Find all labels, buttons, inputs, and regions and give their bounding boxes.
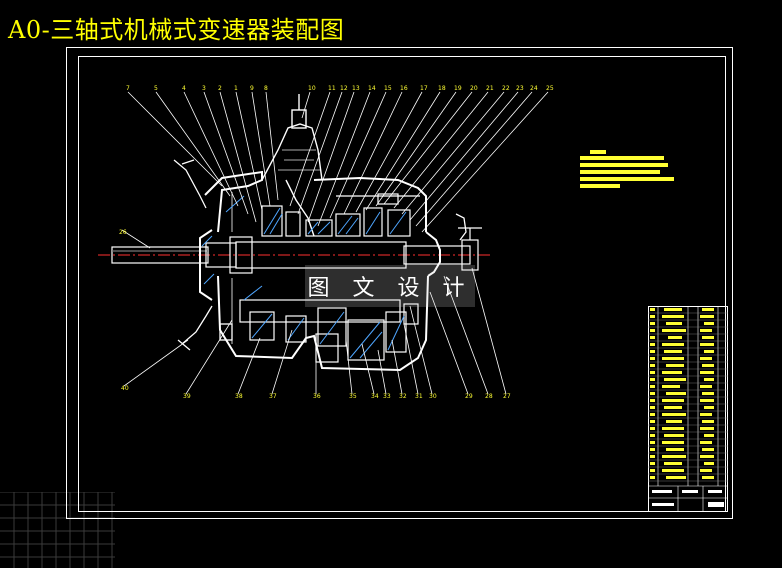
callout-label: 40 [121, 385, 129, 392]
callout-label: 22 [502, 85, 510, 92]
callout-label: 25 [546, 85, 554, 92]
callout-label: 17 [420, 85, 428, 92]
note-line [590, 150, 606, 154]
drawing-frame-inner [78, 56, 726, 512]
input-shaft [111, 236, 253, 274]
parts-list-table [648, 306, 728, 512]
drawing-title: A0-三轴式机械式变速器装配图 [8, 16, 345, 44]
callout-leaders-top [127, 91, 549, 233]
callout-label: 3 [202, 85, 206, 92]
callout-label: 14 [368, 85, 376, 92]
callout-label: 30 [429, 393, 437, 400]
note-line [580, 184, 620, 188]
callout-label: 29 [465, 393, 473, 400]
callout-label: 5 [154, 85, 158, 92]
callout-leaders-bottom [121, 229, 507, 395]
callout-labels-bottom: 40 39 38 37 36 35 34 33 32 31 30 29 28 27 26 [119, 229, 511, 400]
callout-label: 12 [340, 85, 348, 92]
upper-gear-cluster [261, 193, 420, 237]
callout-label: 7 [126, 85, 130, 92]
countershaft-gear-cluster [239, 299, 419, 363]
section-hatching [201, 195, 407, 359]
callout-label: 16 [400, 85, 408, 92]
side-brackets [173, 159, 467, 351]
callout-label: 27 [503, 393, 511, 400]
note-line [580, 156, 664, 160]
callout-label: 20 [470, 85, 478, 92]
shift-lever-tower [261, 94, 323, 237]
callout-label: 13 [352, 85, 360, 92]
output-shaft [235, 227, 482, 271]
note-line [580, 170, 660, 174]
callout-label: 31 [415, 393, 423, 400]
callout-label: 34 [371, 393, 379, 400]
callout-label: 37 [269, 393, 277, 400]
callout-label: 8 [264, 85, 268, 92]
note-line [580, 163, 668, 167]
callout-label: 23 [516, 85, 524, 92]
callout-label: 26 [119, 229, 127, 236]
note-line [580, 177, 674, 181]
callout-label: 19 [454, 85, 462, 92]
callout-label: 18 [438, 85, 446, 92]
callout-label: 21 [486, 85, 494, 92]
watermark-banner: 图 文 设 计 [305, 265, 475, 307]
callout-label: 2 [218, 85, 222, 92]
technical-notes [578, 148, 678, 190]
callout-label: 35 [349, 393, 357, 400]
callout-label: 24 [530, 85, 538, 92]
callout-label: 15 [384, 85, 392, 92]
callout-label: 9 [250, 85, 254, 92]
drawing-frame-outer [66, 47, 733, 519]
callout-label: 4 [182, 85, 186, 92]
callout-label: 10 [308, 85, 316, 92]
callout-label: 28 [485, 393, 493, 400]
callout-label: 33 [383, 393, 391, 400]
cad-grid-corner [0, 492, 115, 568]
callout-label: 39 [183, 393, 191, 400]
callout-label: 11 [328, 85, 336, 92]
callout-label: 1 [234, 85, 238, 92]
callout-label: 38 [235, 393, 243, 400]
callout-label: 36 [313, 393, 321, 400]
callout-label: 32 [399, 393, 407, 400]
